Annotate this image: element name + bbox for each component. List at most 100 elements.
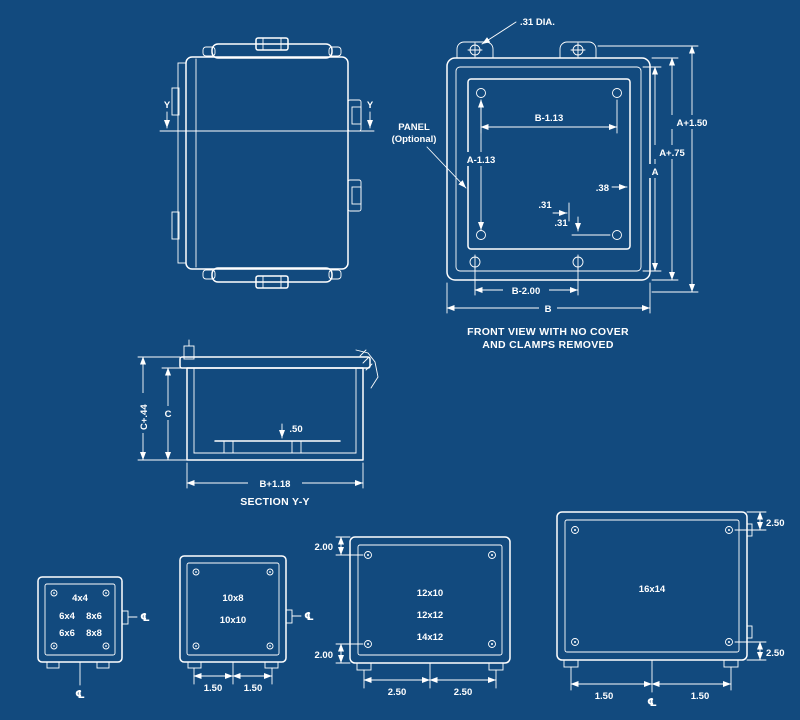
dim-a-1-13: A-1.13 (457, 99, 505, 231)
dim-label-hole-top: 2.50 (766, 518, 785, 529)
dim-label-hole-bottom: 2.00 (315, 650, 334, 661)
hole-dim-top-4: 2.50 (734, 511, 785, 531)
dim-label-a: A (652, 167, 659, 178)
dim-label-hole-bottom: 2.50 (766, 648, 785, 659)
section-cut-line: Y Y (159, 100, 375, 132)
body-section (186, 367, 364, 461)
top-clamp (202, 37, 342, 59)
size-view-2: ℄ 1.50 1.50 10x8 10x10 (179, 555, 314, 694)
corner-screws-4 (571, 526, 733, 646)
dim-a: A (642, 66, 663, 272)
side-view: Y Y (159, 37, 375, 289)
dim-31-vertical: .31 (554, 216, 611, 236)
size-label: 14x12 (417, 632, 443, 643)
dim-label-a-1-13: A-1.13 (467, 155, 496, 166)
foot-dims-3: 2.50 2.50 (363, 662, 497, 698)
dim-a-plus-75: A+.75 (651, 57, 690, 281)
opening-outline (455, 66, 642, 272)
dim-label-a-plus-150: A+1.50 (677, 118, 708, 129)
dim-label-foot-right: 2.50 (454, 687, 473, 698)
size-view-1: ℄ ℄ 4x4 6x4 8x6 6x6 8x8 (37, 576, 150, 701)
dim-label-a-plus-75: A+.75 (659, 148, 685, 159)
dim-31-horizontal: .31 (538, 200, 570, 222)
section-view: .50 C+.44 C B+1.18 SECTION Y-Y (136, 339, 379, 508)
centerline-symbol: ℄ (75, 688, 85, 701)
dim-a-plus-150: A+1.50 (597, 45, 715, 293)
dim-50: .50 (279, 423, 303, 439)
wall-lines (193, 367, 357, 454)
dim-label-c-plus-44: C+.44 (139, 404, 150, 430)
dim-label-b: B (545, 304, 552, 315)
dim-b-2-00: B-2.00 (474, 267, 579, 297)
right-clamp-section (355, 349, 379, 389)
dim-label-foot-left: 1.50 (595, 691, 614, 702)
dim-label-38: .38 (596, 183, 609, 194)
dim-label-50: .50 (289, 424, 302, 435)
corner-screws-2 (192, 568, 274, 650)
centerline-symbol: ℄ (304, 610, 314, 623)
right-latch-top (347, 99, 362, 132)
hole-dia-callout: .31 DIA. (481, 17, 555, 45)
centerline-symbol: ℄ (647, 696, 657, 709)
dim-b-plus-118: B+1.18 (186, 462, 364, 490)
dim-b: B (446, 282, 651, 315)
foot-dims-4: 1.50 1.50 ℄ (570, 659, 732, 709)
size-label: 10x8 (222, 593, 243, 604)
side-tab (746, 625, 753, 639)
left-clamp-section (183, 339, 195, 360)
mounting-tab-top-left (456, 41, 494, 59)
enclosure-body (185, 56, 349, 270)
cover-section (179, 356, 371, 369)
panel-mounting-holes (476, 88, 622, 240)
corner-screws-3 (364, 551, 496, 648)
hole-dim-bottom-4: 2.50 (734, 641, 785, 661)
foot-dims-2: 1.50 1.50 (193, 661, 273, 694)
hole-dim-bottom-3: 2.00 (315, 643, 364, 664)
flange-outline (446, 57, 651, 281)
size-label: 8x6 (86, 611, 102, 622)
hole-dia-label: .31 DIA. (520, 17, 555, 28)
panel-callout-line1: PANEL (398, 122, 430, 133)
front-view-caption-line2: AND CLAMPS REMOVED (482, 339, 614, 351)
dim-c: C (160, 367, 188, 461)
dim-38: .38 (596, 183, 628, 194)
size-label: 4x4 (72, 593, 89, 604)
panel-callout-line2: (Optional) (392, 134, 437, 145)
size-label: 12x12 (417, 610, 443, 621)
section-label-left: Y (164, 100, 171, 111)
side-tab (285, 609, 293, 624)
size-label: 6x6 (59, 628, 75, 639)
side-tab (121, 610, 129, 625)
dim-label-foot-right: 1.50 (244, 683, 263, 694)
size-view-4: 2.50 2.50 1.50 1.50 ℄ 16x14 (556, 511, 785, 709)
size-label: 6x4 (59, 611, 76, 622)
dim-label-foot-left: 2.50 (388, 687, 407, 698)
dim-label-b-2-00: B-2.00 (512, 286, 541, 297)
section-caption: SECTION Y-Y (240, 496, 310, 508)
mounting-tab-top-right (559, 41, 597, 59)
size-view-3: 2.00 2.00 2.50 2.50 12x10 12x12 14x12 (315, 536, 511, 698)
panel-section (214, 440, 341, 454)
size-label: 12x10 (417, 588, 443, 599)
centerline-symbol: ℄ (140, 611, 150, 624)
front-view-caption-line1: FRONT VIEW WITH NO COVER (467, 326, 629, 338)
feet-2 (187, 661, 279, 669)
dim-label-b-1-13: B-1.13 (535, 113, 564, 124)
dim-label-31-h: .31 (538, 200, 552, 211)
dim-label-b-plus-118: B+1.18 (260, 479, 291, 490)
size-label: 10x10 (220, 615, 246, 626)
front-view: .31 DIA. PANEL (Optional) B-1.13 A-1.13 … (392, 17, 715, 351)
feet-4 (563, 659, 739, 668)
hinge-strip (171, 62, 187, 264)
dim-label-foot-right: 1.50 (691, 691, 710, 702)
corner-screws-1 (50, 589, 110, 650)
dim-label-hole-top: 2.00 (315, 542, 334, 553)
hole-dim-top-3: 2.00 (315, 536, 364, 556)
size-label: 8x8 (86, 628, 102, 639)
section-label-right: Y (367, 100, 374, 111)
dim-label-c: C (165, 409, 172, 420)
dim-c-plus-44: C+.44 (136, 356, 188, 461)
dim-b-1-13: B-1.13 (480, 99, 618, 134)
feet-1 (46, 661, 110, 669)
